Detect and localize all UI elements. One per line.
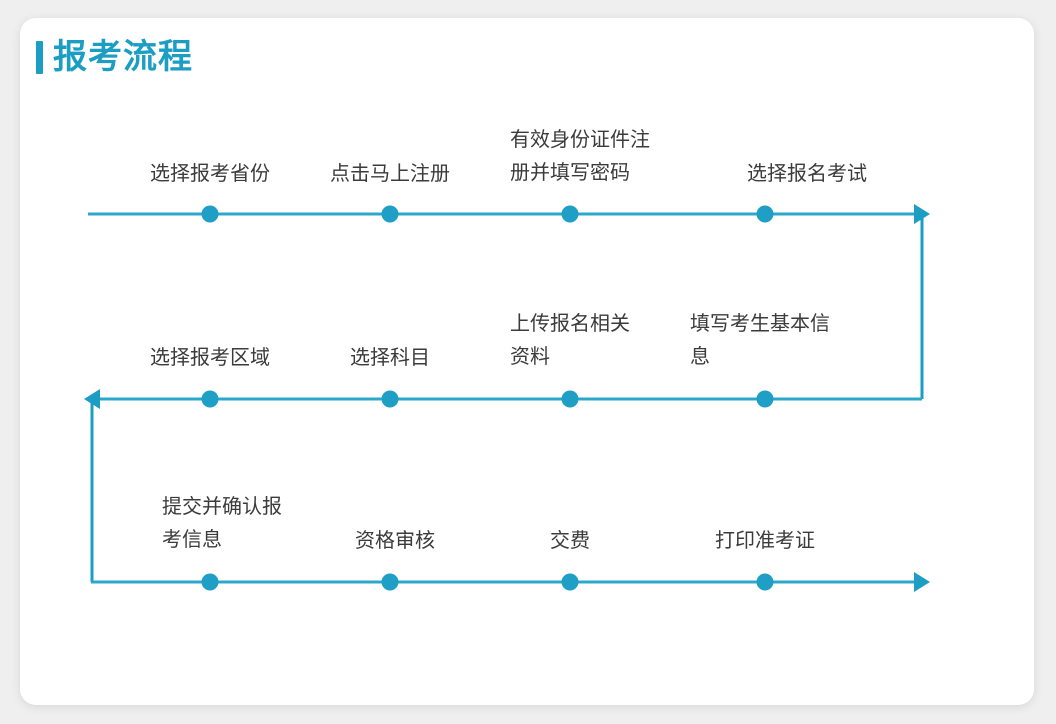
step-dot[interactable]: [201, 390, 219, 408]
step-dot[interactable]: [381, 573, 399, 591]
flow-connector-graphic: [84, 204, 930, 592]
step-label-r2-s1: 选择报考区域: [150, 347, 270, 369]
title-label: 报考流程: [53, 38, 193, 76]
step-label-r3-s4: 打印准考证: [715, 530, 815, 552]
step-label-r1-s4: 选择报名考试: [747, 163, 867, 185]
flow-card: 报考流程: [20, 18, 1034, 705]
step-dot[interactable]: [756, 205, 774, 223]
step-dot[interactable]: [561, 205, 579, 223]
step-dot[interactable]: [561, 573, 579, 591]
step-label-r1-s1: 选择报考省份: [150, 163, 270, 185]
step-dot[interactable]: [756, 573, 774, 591]
step-label-r1-s3: 有效身份证件注 册并填写密码: [510, 129, 650, 184]
flow-diagram: 选择报考省份 点击马上注册 有效身份证件注 册并填写密码 选择报名考试 选择报考…: [20, 18, 1034, 705]
step-label-r1-s2: 点击马上注册: [330, 163, 450, 185]
step-label-r2-s2: 选择科目: [350, 347, 430, 369]
row3-arrowhead-icon: [914, 572, 930, 592]
step-label-r2-s3: 上传报名相关 资料: [510, 313, 630, 368]
step-label-r3-s2: 资格审核: [355, 530, 435, 552]
step-label-r3-s1: 提交并确认报 考信息: [162, 496, 282, 551]
step-label-r3-s3: 交费: [550, 530, 590, 552]
step-label-r2-s4: 填写考生基本信 息: [690, 313, 830, 368]
title-accent-bar: [36, 40, 43, 74]
step-dot[interactable]: [561, 390, 579, 408]
step-dot[interactable]: [381, 390, 399, 408]
step-dot[interactable]: [756, 390, 774, 408]
step-dot[interactable]: [201, 205, 219, 223]
step-dot[interactable]: [201, 573, 219, 591]
step-dot[interactable]: [381, 205, 399, 223]
page-title: 报考流程: [36, 40, 193, 74]
